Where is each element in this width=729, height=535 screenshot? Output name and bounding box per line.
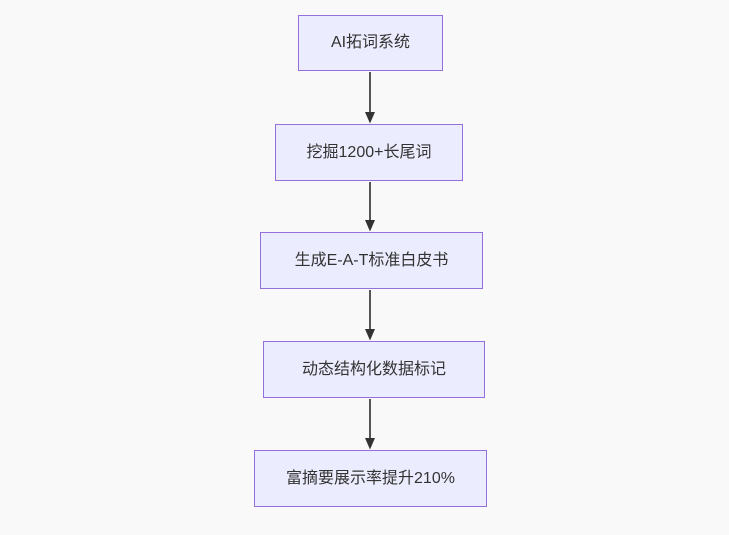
node-label: AI拓词系统 [330, 34, 411, 52]
node-label: 生成E-A-T标准白皮书 [294, 251, 449, 269]
edge-arrow-3 [365, 290, 375, 341]
edge-arrow-4 [365, 399, 375, 450]
node-rich-snippet-rate-increase: 富摘要展示率提升210% [254, 450, 487, 507]
node-label: 动态结构化数据标记 [301, 360, 446, 378]
edge-arrow-1 [365, 72, 375, 124]
node-ai-keyword-expansion-system: AI拓词系统 [298, 15, 443, 71]
node-mine-longtail-keywords: 挖掘1200+长尾词 [275, 124, 463, 181]
node-dynamic-structured-data-markup: 动态结构化数据标记 [263, 341, 485, 398]
node-label: 挖掘1200+长尾词 [306, 143, 432, 161]
node-label: 富摘要展示率提升210% [286, 469, 455, 487]
edge-arrow-2 [365, 182, 375, 232]
node-generate-eat-whitepaper: 生成E-A-T标准白皮书 [260, 232, 483, 289]
